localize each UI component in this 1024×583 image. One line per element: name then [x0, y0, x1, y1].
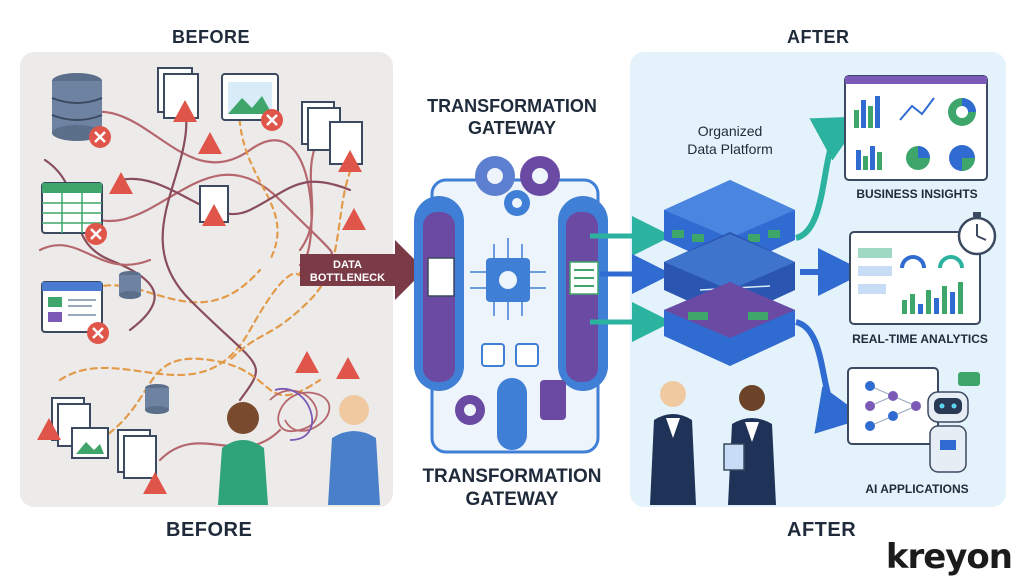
bottleneck-label-line1: DATA — [333, 259, 362, 271]
bottleneck-label-line2: BOTTLENECK — [309, 272, 386, 284]
ai-applications-panel — [847, 367, 980, 445]
after-bottom-label: AFTER — [787, 519, 857, 541]
platform-output-arrows — [794, 116, 866, 434]
bottleneck-label: DATA BOTTLENECK — [300, 259, 395, 285]
real-time-analytics-label: REAL-TIME ANALYTICS — [852, 332, 988, 346]
transformation-gateway — [414, 156, 608, 454]
platform-label-line2: Data Platform — [687, 141, 773, 157]
small-database-icon — [145, 384, 169, 414]
small-database-icon — [119, 271, 141, 299]
organized-data-platform — [664, 180, 795, 366]
business-person-icon — [650, 381, 696, 505]
real-time-analytics-dashboard — [849, 216, 997, 325]
business-person-icon — [723, 385, 776, 505]
spreadsheet-icon — [41, 182, 107, 245]
image-icon — [221, 73, 283, 131]
tangled-connections — [38, 88, 362, 462]
before-bottom-label: BEFORE — [166, 519, 253, 541]
platform-label: Organized Data Platform — [660, 122, 800, 158]
gateway-bottom-label-line1: TRANSFORMATION — [422, 466, 602, 487]
warning-icon — [37, 100, 366, 494]
gateway-top-label-line1: TRANSFORMATION — [427, 96, 597, 116]
gateway-bottom-label: TRANSFORMATION GATEWAY — [405, 465, 619, 511]
business-insights-label: BUSINESS INSIGHTS — [856, 187, 978, 201]
ai-applications-label: AI APPLICATIONS — [865, 482, 969, 496]
stressed-person-icon — [218, 402, 268, 505]
robot-icon — [927, 391, 969, 473]
bottleneck-arrow — [300, 240, 425, 300]
gateway-bottom-label-line2: GATEWAY — [465, 489, 559, 510]
stopwatch-icon — [973, 212, 981, 217]
gateway-output-arrows — [590, 216, 672, 342]
platform-label-line1: Organized — [697, 123, 763, 139]
window-icon — [41, 281, 109, 344]
brand-logo: kreyon — [885, 537, 1013, 577]
database-icon — [51, 73, 111, 148]
confusion-scribble — [269, 387, 331, 441]
before-top-label: BEFORE — [172, 27, 251, 47]
stressed-person-icon — [328, 395, 380, 505]
gateway-top-label-line2: GATEWAY — [467, 118, 556, 138]
image-icon — [71, 427, 109, 459]
gateway-top-label: TRANSFORMATION GATEWAY — [410, 95, 614, 139]
after-top-label: AFTER — [787, 27, 850, 47]
business-insights-dashboard — [844, 75, 988, 181]
